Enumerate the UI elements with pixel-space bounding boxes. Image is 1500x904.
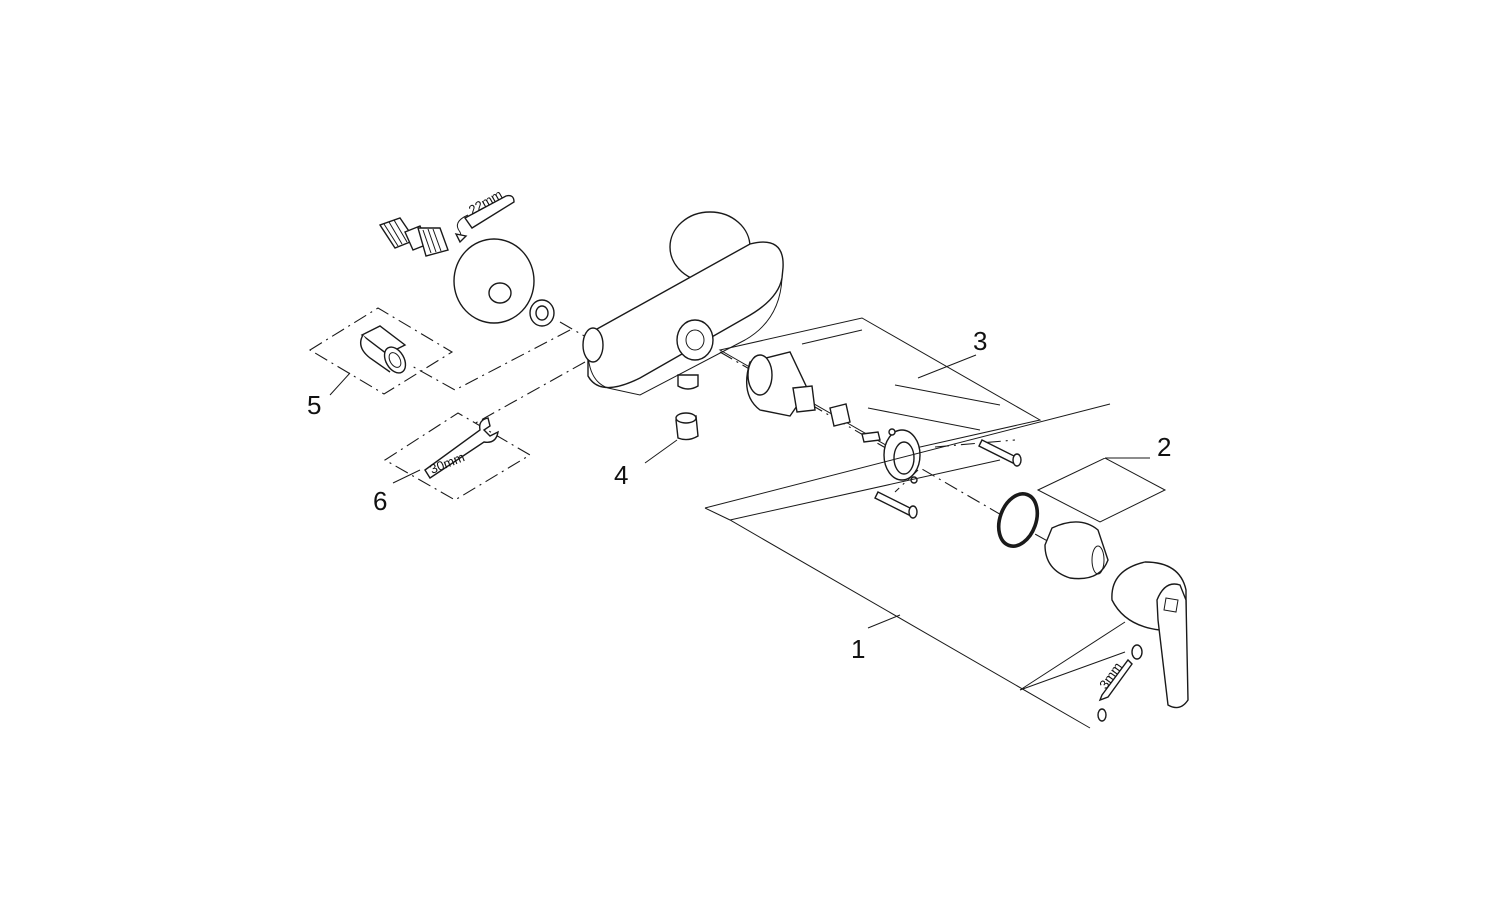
callout-label-2: 2 — [1157, 432, 1171, 462]
long-bolt-upper — [978, 439, 1022, 467]
threaded-adapter — [378, 217, 449, 257]
leader-3 — [917, 354, 977, 379]
small-screw — [861, 431, 881, 443]
spindle-adapter — [829, 403, 851, 427]
washer — [529, 299, 555, 327]
callout-group-6: 30mm 6 — [373, 412, 532, 516]
callout-label-6: 6 — [373, 486, 387, 516]
long-bolt-lower — [874, 491, 918, 519]
callout-group-3: 3 — [718, 317, 1042, 519]
escutcheon-left — [453, 238, 535, 324]
lever-handle — [1111, 561, 1189, 709]
leader-1 — [867, 614, 901, 629]
leader-6 — [392, 469, 421, 484]
cap-plug — [1097, 708, 1107, 722]
wrench-30mm-icon — [424, 417, 499, 479]
wrench-22mm-hint: 22mm — [454, 187, 515, 244]
bracket-3 — [718, 317, 1042, 453]
bracket-2 — [1036, 457, 1167, 523]
leader-4 — [644, 439, 678, 464]
set-screw — [1131, 644, 1143, 660]
callout-group-5: 5 — [307, 307, 454, 420]
cartridge — [746, 351, 816, 417]
wrench-22mm-icon — [463, 194, 515, 229]
callout-label-4: 4 — [614, 460, 628, 490]
callout-label-1: 1 — [851, 634, 865, 664]
o-ring — [996, 492, 1040, 548]
wrench-6-axis — [471, 361, 586, 426]
callout-group-1: 1 3mm — [704, 403, 1189, 729]
mixer-body — [582, 211, 784, 396]
callout-group-2: 2 — [996, 432, 1171, 580]
assembly-axes — [409, 321, 1061, 549]
callout-group-4: 4 — [614, 412, 699, 490]
sleeve — [1044, 521, 1109, 580]
optional-part-box-6 — [383, 412, 532, 501]
fitting-5 — [360, 325, 407, 374]
fitting-5-axis — [409, 329, 571, 391]
rotate-arrow-icon — [456, 214, 469, 239]
callout-label-3: 3 — [973, 326, 987, 356]
bracket-1 — [704, 403, 1126, 729]
leader-5 — [329, 372, 351, 396]
optional-part-box-5 — [308, 307, 454, 395]
hex-key-3mm: 3mm — [1096, 658, 1133, 702]
hex-key-3mm-icon — [1098, 658, 1133, 702]
mounting-flange — [883, 428, 921, 484]
callout-label-5: 5 — [307, 390, 321, 420]
